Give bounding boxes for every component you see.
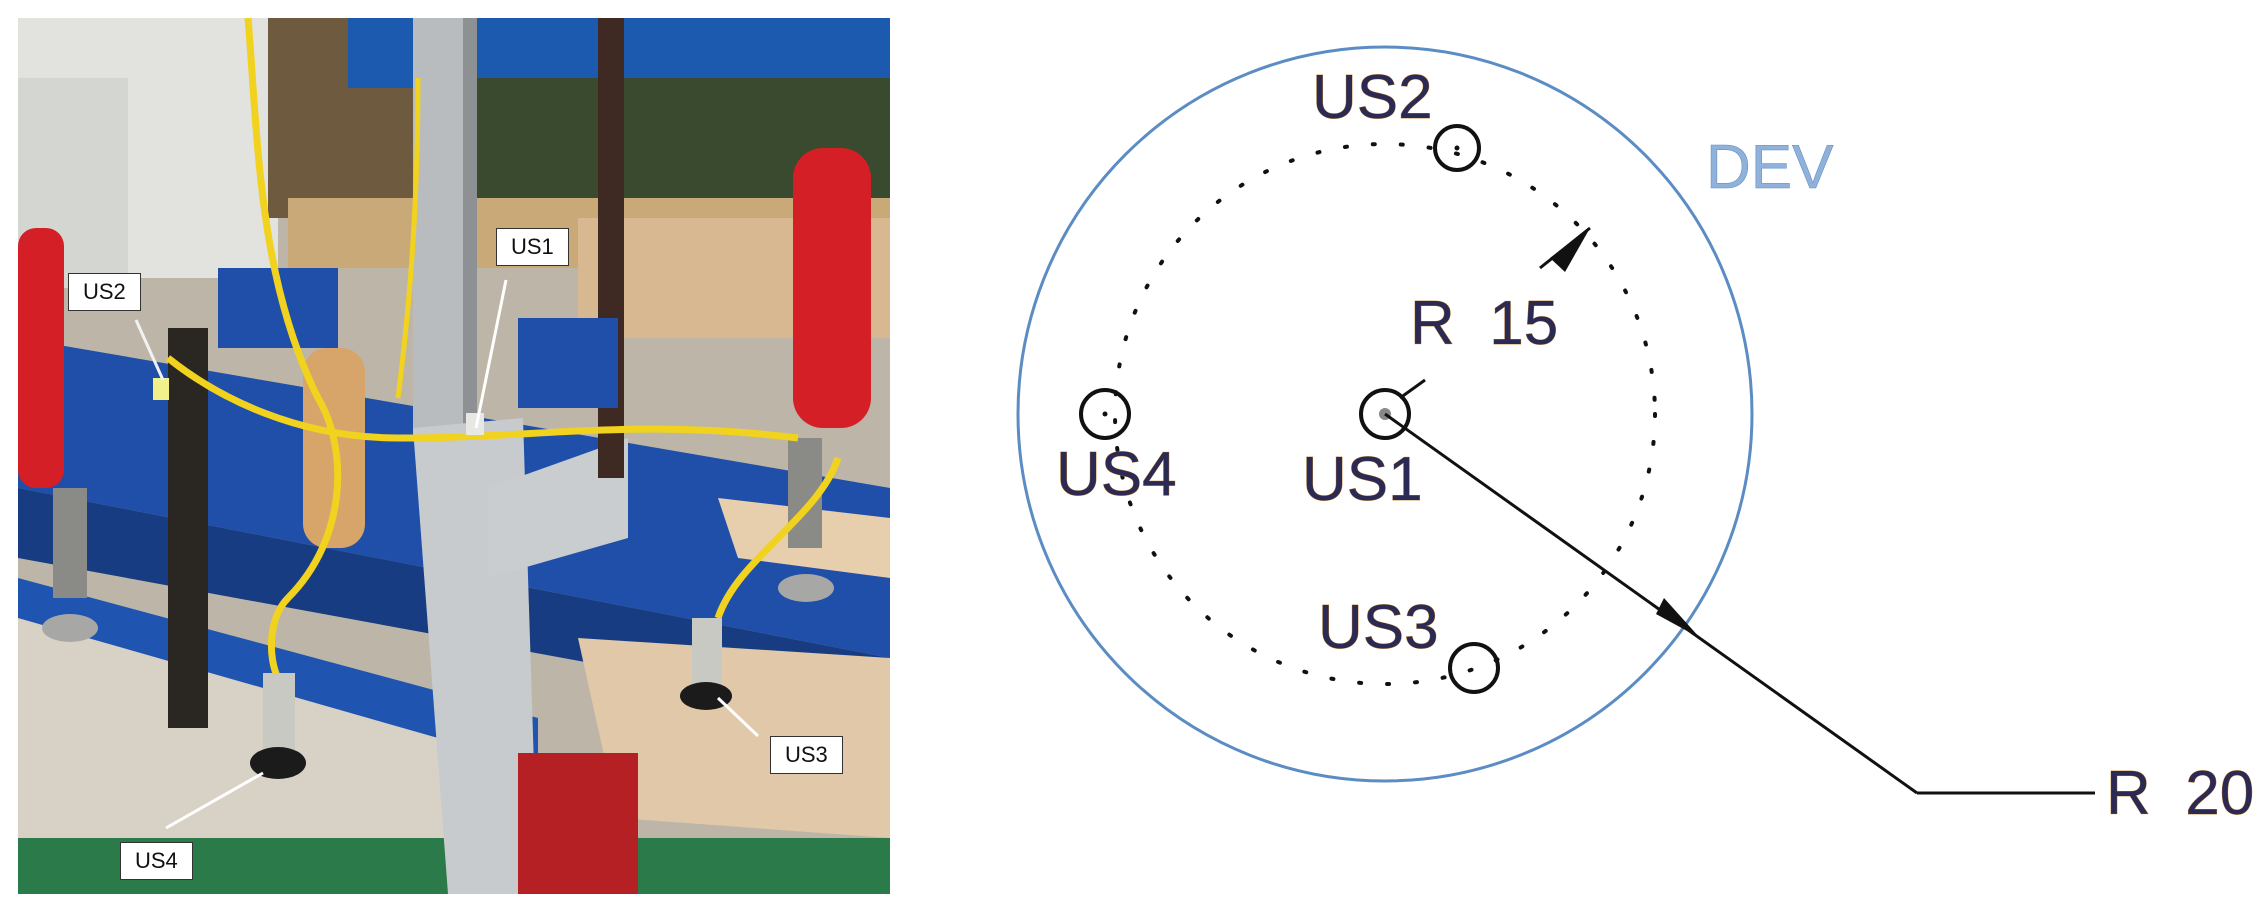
dev-outline-circle: [1016, 45, 1754, 783]
diagram-label-us1: US1: [1302, 445, 1423, 514]
diagram-label-us3: US3: [1318, 593, 1439, 662]
inner-radius-label: R 15: [1410, 289, 1558, 358]
test-rig-photo: US2 US1 US3 US4: [18, 18, 890, 894]
diagram-svg: US2 US4 US1 US3 DEV R 15 R 20: [1016, 45, 2255, 828]
inner-radius-dotted-circle: [1113, 142, 1657, 686]
r15-arrowhead: [1550, 228, 1590, 272]
r20-arrowhead: [1656, 598, 1700, 638]
sensor-layout-diagram: US2 US4 US1 US3 DEV R 15 R 20: [1000, 0, 2262, 917]
sensor-us2-marker: [1433, 124, 1481, 172]
callout-us3: US3: [770, 736, 843, 775]
r20-leader-line: [1384, 412, 1918, 795]
callout-us2: US2: [68, 273, 141, 312]
diagram-label-dev: DEV: [1706, 133, 1834, 202]
photo-illustration: [18, 18, 890, 894]
diagram-label-us2: US2: [1312, 63, 1433, 132]
sensor-us4-marker: [1079, 388, 1131, 440]
diagram-label-us4: US4: [1056, 440, 1177, 509]
sensor-us3-marker: [1448, 642, 1500, 694]
callout-us4: US4: [120, 842, 193, 881]
outer-radius-label: R 20: [2106, 759, 2254, 828]
callout-us1: US1: [496, 228, 569, 267]
